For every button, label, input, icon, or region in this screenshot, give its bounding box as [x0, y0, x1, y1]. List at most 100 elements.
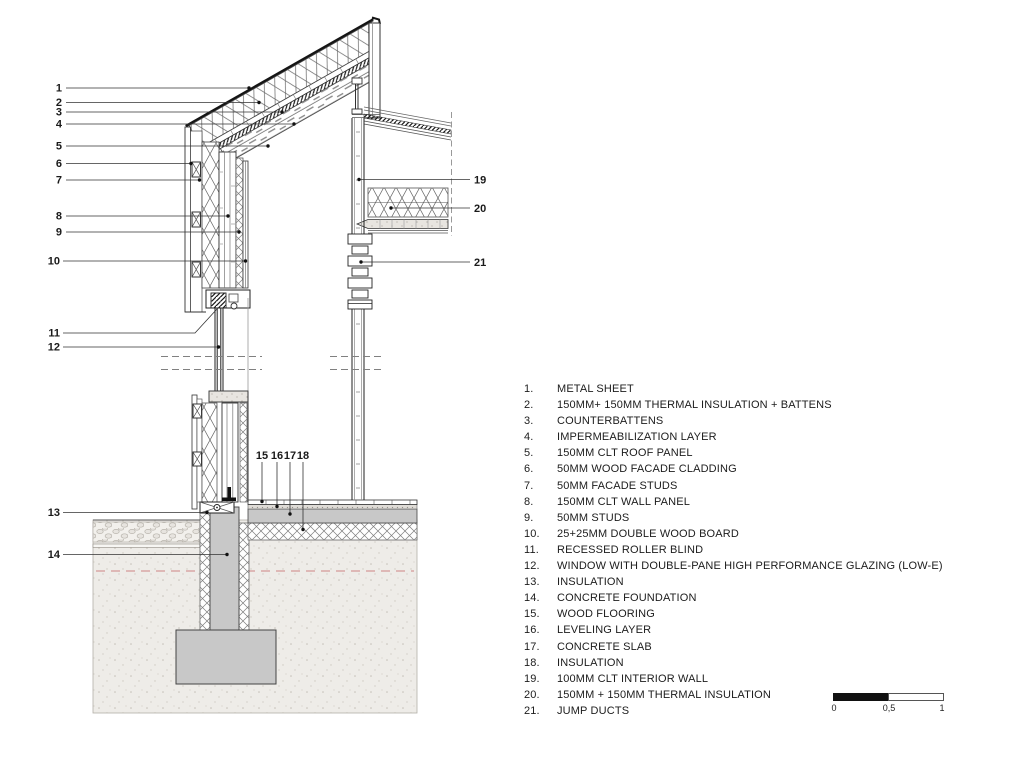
legend-item-text: 150MM CLT ROOF PANEL [557, 447, 693, 460]
concrete-foundation [175, 506, 277, 685]
legend-item-text: 50MM FACADE STUDS [557, 479, 678, 492]
roof-thermal-insulation [189, 18, 374, 147]
wood-flooring [247, 499, 418, 505]
legend-item-text: 150MM+ 150MM THERMAL INSULATION + BATTEN… [557, 399, 832, 412]
callout-numbers: 1 2 3 4 5 6 7 8 9 10 11 12 13 14 15 16 1… [48, 83, 487, 562]
legend-item-number: 4. [524, 431, 534, 444]
wall-insulation [202, 142, 219, 288]
clerestory-frame [351, 77, 363, 85]
scale-bar-filled-segment [833, 693, 890, 701]
legend-item-text: CONCRETE SLAB [557, 640, 652, 653]
legend-item: 14. CONCRETE FOUNDATION [524, 590, 994, 606]
legend-item: 5. 150MM CLT ROOF PANEL [524, 445, 994, 461]
window-sill [208, 390, 249, 403]
callout-10: 10 [48, 256, 60, 268]
legend-item-number: 13. [524, 576, 540, 589]
foundation-footing [175, 629, 277, 685]
fascia-board [368, 22, 381, 119]
legend-item-text: COUNTERBATTENS [557, 415, 664, 428]
legend-item-text: METAL SHEET [557, 383, 634, 395]
legend-item-number: 5. [524, 447, 534, 460]
legend-item: 11.RECESSED ROLLER BLIND [524, 542, 994, 558]
clt-roof-panel [220, 49, 374, 163]
callout-9: 9 [56, 227, 62, 239]
callout-14: 14 [48, 549, 61, 561]
legend-item: 1. METAL SHEET [524, 381, 994, 397]
leveling-layer [247, 504, 418, 510]
legend-item: 8.150MM CLT WALL PANEL [524, 494, 994, 510]
legend: 1. METAL SHEET 2.150MM+ 150MM THERMAL INS… [524, 381, 994, 719]
legend-item-text: IMPERMEABILIZATION LAYER [557, 431, 717, 444]
legend-item-number: 12. [524, 560, 540, 573]
legend-item: 21. JUMP DUCTS [524, 703, 994, 719]
callout-4: 4 [56, 119, 63, 131]
legend-item-text: RECESSED ROLLER BLIND [557, 543, 704, 556]
callout-12: 12 [48, 342, 60, 354]
legend-item: 10. 25+25MM DOUBLE WOOD BOARD [524, 526, 994, 542]
legend-item-text: LEVELING LAYER [557, 624, 652, 637]
scale-label-start: 0 [831, 703, 837, 713]
floor-insulation [248, 523, 417, 540]
interior-wall [347, 118, 373, 500]
legend-item: 2.150MM+ 150MM THERMAL INSULATION + BATT… [524, 397, 994, 413]
callout-21: 21 [474, 257, 486, 269]
window-assembly [185, 289, 251, 403]
legend-item-number: 1. [524, 383, 534, 395]
scale-bar: 0 0,5 1 [831, 693, 945, 713]
callout-20: 20 [474, 203, 486, 215]
legend-item-text: CONCRETE FOUNDATION [557, 592, 697, 605]
legend-item-text: INSULATION [557, 576, 624, 589]
legend-item: 9.50MM STUDS [524, 510, 994, 526]
legend-item-number: 10. [524, 527, 540, 540]
legend-item-text: 25+25MM DOUBLE WOOD BOARD [557, 527, 739, 540]
clt-wall-panel [218, 151, 237, 289]
legend-item-number: 16. [524, 624, 540, 637]
legend-item-text: WOOD FLOORING [557, 608, 655, 621]
foundation-insulation-left [200, 507, 210, 630]
callout-5: 5 [56, 141, 62, 153]
legend-item-number: 6. [524, 463, 534, 476]
legend-item-number: 15. [524, 608, 540, 621]
exterior-wall-lower [191, 392, 249, 514]
legend-item: 6. 50MM WOOD FACADE CLADDING [524, 461, 994, 477]
anchor-bolt [227, 487, 231, 501]
legend-item-number: 14. [524, 592, 540, 605]
legend-item: 20.150MM + 150MM THERMAL INSULATION [524, 687, 994, 703]
legend-item-text: WINDOW WITH DOUBLE-PANE HIGH PERFORMANCE… [557, 560, 943, 573]
callout-3: 3 [56, 107, 62, 119]
scale-bar-empty-segment [888, 693, 944, 701]
legend-item-text: INSULATION [557, 656, 624, 669]
callout-19: 19 [474, 175, 486, 187]
callout-17: 17 [284, 450, 296, 462]
callout-2: 2 [56, 97, 62, 109]
legend-item: 7.50MM FACADE STUDS [524, 478, 994, 494]
wall-studs [236, 158, 243, 288]
legend-item-number: 18. [524, 656, 540, 669]
callout-11: 11 [48, 328, 60, 340]
scale-label-end: 1 [939, 703, 945, 713]
callout-18: 18 [297, 450, 309, 462]
legend-item: 19.100MM CLT INTERIOR WALL [524, 671, 994, 687]
callout-8: 8 [56, 211, 62, 223]
floor-assembly [247, 499, 418, 541]
counterbattens [198, 39, 374, 154]
callout-7: 7 [56, 175, 62, 187]
legend-item: 4. IMPERMEABILIZATION LAYER [524, 429, 994, 445]
legend-item-text: JUMP DUCTS [557, 704, 630, 717]
legend-item-text: 100MM CLT INTERIOR WALL [557, 672, 709, 685]
roller-blind [210, 292, 227, 309]
legend-item-number: 20. [524, 688, 540, 701]
legend-item-text: 50MM WOOD FACADE CLADDING [557, 463, 737, 476]
ceiling-board [355, 219, 449, 229]
callout-13: 13 [48, 507, 60, 519]
legend-item-number: 3. [524, 415, 534, 428]
metal-sheet [185, 16, 374, 128]
callout-15: 15 [256, 450, 268, 462]
leader-dots [189, 86, 393, 557]
legend-item: 18. INSULATION [524, 655, 994, 671]
legend-item: 17.CONCRETE SLAB [524, 639, 994, 655]
legend-item-number: 21. [524, 704, 540, 717]
callout-1: 1 [56, 83, 62, 95]
legend-item-text: 50MM STUDS [557, 511, 630, 524]
